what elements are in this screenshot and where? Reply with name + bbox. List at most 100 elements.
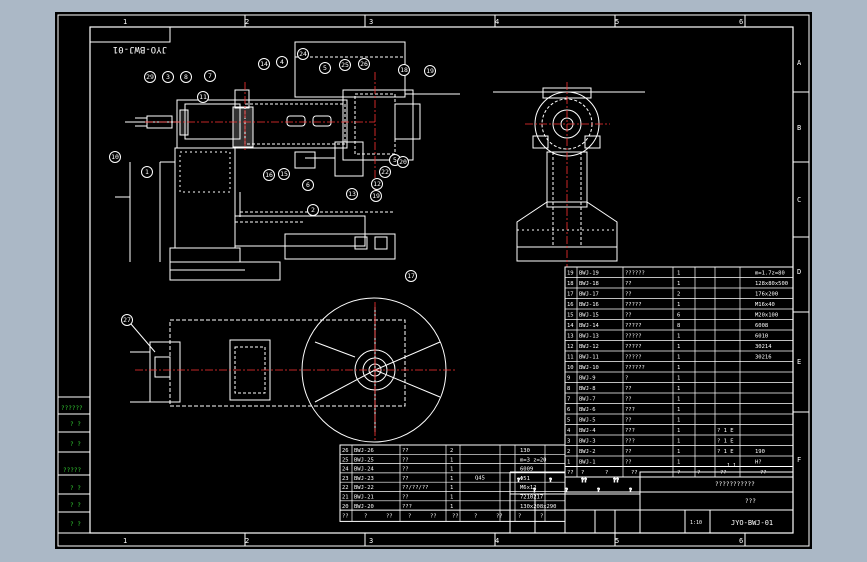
bom-bottom-cell: BWJ-23 — [354, 476, 374, 482]
bom-bottom-cell: 6009 — [520, 467, 533, 473]
bom-bottom-cell: ?? — [402, 457, 409, 463]
bom-cell: ?? — [625, 397, 632, 403]
bom-cell: m=1.7z=80 — [755, 271, 785, 277]
title-block-scale: 1:10 — [690, 520, 702, 526]
zone-columns-top: 1 2 3 4 5 6 — [123, 15, 746, 27]
bom-bottom-cell: 1 — [450, 457, 453, 463]
bom-cell: BWJ-15 — [579, 313, 599, 319]
bom-cell: 8 — [567, 386, 570, 392]
balloon-front: 8 — [180, 71, 192, 83]
bom-cell: 14 — [567, 323, 574, 329]
bom-cell: ? — [625, 376, 628, 382]
bom-cell: BWJ-7 — [579, 397, 596, 403]
bom-cell: 6 — [567, 407, 570, 413]
zone-row-f: F — [797, 456, 801, 464]
bom-bottom-header-cell: ?? — [496, 514, 503, 520]
cad-drawing: 1 2 3 4 5 6 1 2 3 4 5 6 A B C D E F JYO-… — [57, 14, 810, 547]
stamp-row-1: ?????? — [61, 405, 83, 412]
bom-cell: 1 — [567, 460, 570, 466]
bom-header-cell: ? — [605, 470, 608, 476]
bom-cell: M16x40 — [755, 302, 775, 308]
zone-col-2-bottom: 2 — [245, 537, 249, 545]
bom-cell: 1 — [677, 460, 680, 466]
balloon-top: 27 — [121, 314, 156, 353]
zone-row-a: A — [797, 59, 802, 67]
zone-col-1-top: 1 — [123, 18, 127, 26]
zone-col-1-bottom: 1 — [123, 537, 127, 545]
bom-cell: ?? — [625, 460, 632, 466]
bom-cell: 1 — [677, 449, 680, 455]
balloon-label: 19 — [426, 67, 434, 75]
bom-cell: M20x100 — [755, 313, 778, 319]
bom-bottom-cell: 21 — [342, 495, 349, 501]
balloon-front: 3 — [162, 71, 174, 83]
balloon-label: 14 — [260, 60, 268, 68]
bom-cell: ????? — [625, 302, 642, 308]
bom-bottom-header-cell: ? — [364, 514, 367, 520]
bom-cell: ? 1 E — [717, 428, 734, 434]
cad-viewport[interactable]: 1 2 3 4 5 6 1 2 3 4 5 6 A B C D E F JYO-… — [55, 12, 812, 549]
bom-header-cell: ?? — [760, 470, 767, 476]
balloon-label: 24 — [299, 50, 307, 58]
bom-cell: 1 — [677, 386, 680, 392]
bom-bottom-cell: ??? — [402, 504, 412, 510]
stamp-row-2: ? ? — [70, 421, 81, 428]
bom-cell: ?? — [625, 418, 632, 424]
bom-cell: 12 — [567, 344, 574, 350]
bom-cell: 6008 — [755, 323, 768, 329]
bom-cell: ??? — [625, 407, 635, 413]
balloon-label: 11 — [199, 93, 207, 101]
bom-cell: 30216 — [755, 355, 772, 361]
stamp-row-3: ? ? — [70, 441, 81, 448]
balloon-front: 6 — [302, 179, 314, 191]
title-small-cell: ? — [533, 488, 536, 494]
zone-col-6-bottom: 6 — [739, 537, 743, 545]
bom-cell: BWJ-17 — [579, 292, 599, 298]
bom-cell: 1 — [677, 271, 680, 277]
balloon-front: 29 — [144, 71, 156, 83]
bom-cell: H? — [755, 460, 762, 466]
balloon-label: 10 — [111, 153, 119, 161]
bom-cell: BWJ-13 — [579, 334, 599, 340]
balloon-front: 5 — [319, 62, 331, 74]
bom-cell: ? 1 E — [717, 449, 734, 455]
bom-bottom-cell: M6x12 — [520, 485, 537, 491]
bom-cell: 2 — [567, 449, 570, 455]
bom-cell: BWJ-5 — [579, 418, 596, 424]
zone-row-c: C — [797, 196, 801, 204]
balloon-top-label: 27 — [123, 316, 131, 324]
title-block-sheet: 1 1 — [727, 463, 736, 469]
bom-bottom-cell: 2 — [450, 448, 453, 454]
bom-cell: BWJ-11 — [579, 355, 599, 361]
balloon-front: 2 — [307, 204, 319, 216]
bom-bottom-cell: BWJ-21 — [354, 495, 374, 501]
bom-bottom-header-cell: ?? — [430, 514, 437, 520]
bom-bottom-cell: 1 — [450, 485, 453, 491]
bom-bottom-cell: 26 — [342, 448, 349, 454]
zone-col-2-top: 2 — [245, 18, 249, 26]
stamp-row-4: ????? — [63, 467, 81, 474]
balloon-label: 2 — [311, 206, 315, 214]
bom-cell: BWJ-19 — [579, 271, 599, 277]
bom-cell: 1 — [677, 428, 680, 434]
bom-bottom-cell: 1 — [450, 495, 453, 501]
bom-bottom-cell: 20 — [342, 504, 349, 510]
bom-cell: BWJ-9 — [579, 376, 596, 382]
bom-cell: 176x200 — [755, 292, 778, 298]
bom-bottom-cell: BWJ-26 — [354, 448, 374, 454]
title-small-cell: ? — [549, 478, 552, 484]
bom-cell: 19 — [567, 271, 574, 277]
bom-bottom-cell: ?? — [402, 448, 409, 454]
bom-cell: 1 — [677, 344, 680, 350]
zone-col-6-top: 6 — [739, 18, 743, 26]
